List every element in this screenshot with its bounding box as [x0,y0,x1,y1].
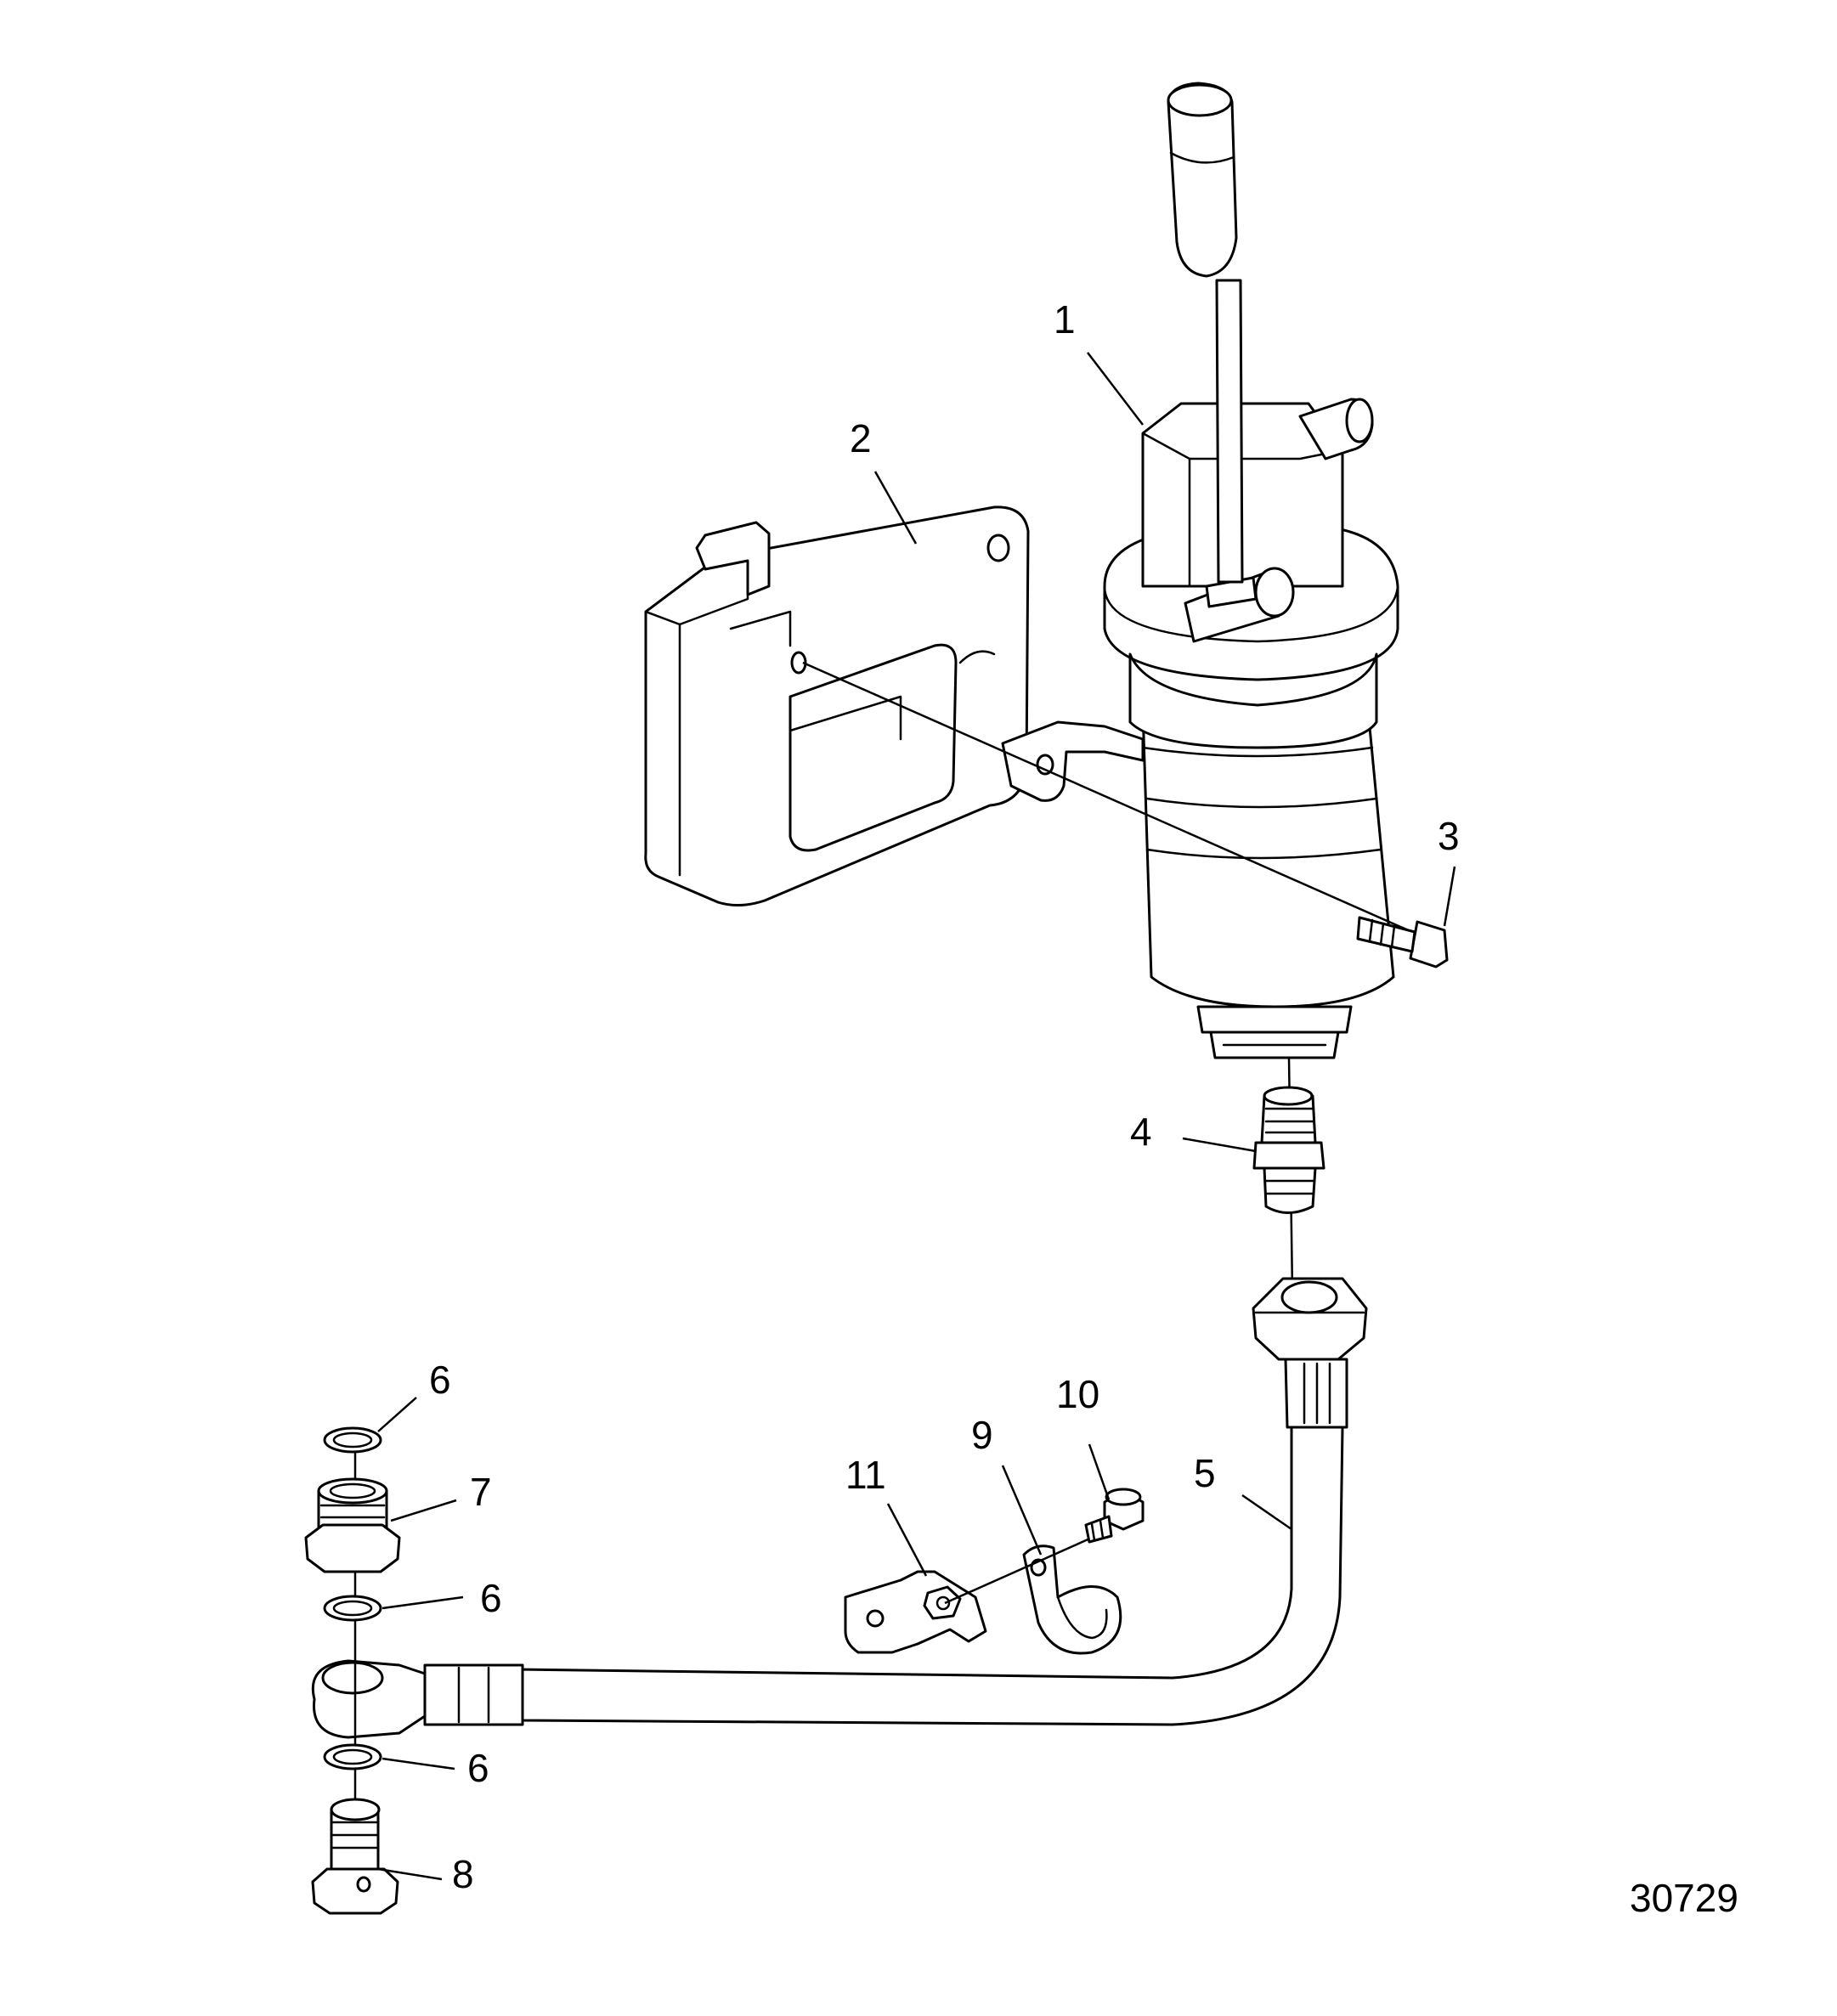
callout-3: 3 [1438,814,1460,858]
adapter-fitting [1252,1086,1325,1214]
callout-7: 7 [470,1470,492,1514]
callout-9: 9 [971,1413,993,1457]
banjo-bolt [311,1798,399,1915]
pump-strap [790,651,1145,802]
callout-2: 2 [850,416,872,460]
p-clamp [1022,1544,1122,1655]
callout-11: 11 [845,1453,886,1497]
callout-10: 10 [1056,1372,1099,1416]
callout-6-middle: 6 [480,1576,502,1620]
clip-screw [1084,1488,1145,1544]
clip-axis-line [944,1536,1093,1605]
flange-bolt [1356,916,1449,968]
callout-6-bottom: 6 [467,1746,489,1790]
bolt-axis-line [802,661,1428,940]
callout-8: 8 [452,1852,474,1896]
sealing-washer-top [323,1426,382,1454]
leader-lines [377,352,1456,1881]
callout-4: 4 [1130,1110,1152,1154]
sealing-washer-middle [323,1595,382,1622]
union-adapter [304,1477,401,1573]
clip-bracket [844,1570,987,1654]
hand-pump [1103,82,1399,1059]
figure-number: 30729 [1630,1876,1738,1920]
callout-labels: 1 2 3 4 5 6 7 6 6 8 9 10 11 [429,297,1460,1896]
callout-5: 5 [1194,1451,1216,1495]
sealing-washer-bottom [323,1743,382,1770]
callout-1: 1 [1054,297,1076,342]
fuel-hose [311,1277,1368,1739]
callout-6-top: 6 [429,1358,451,1402]
mounting-bracket [644,505,1030,906]
